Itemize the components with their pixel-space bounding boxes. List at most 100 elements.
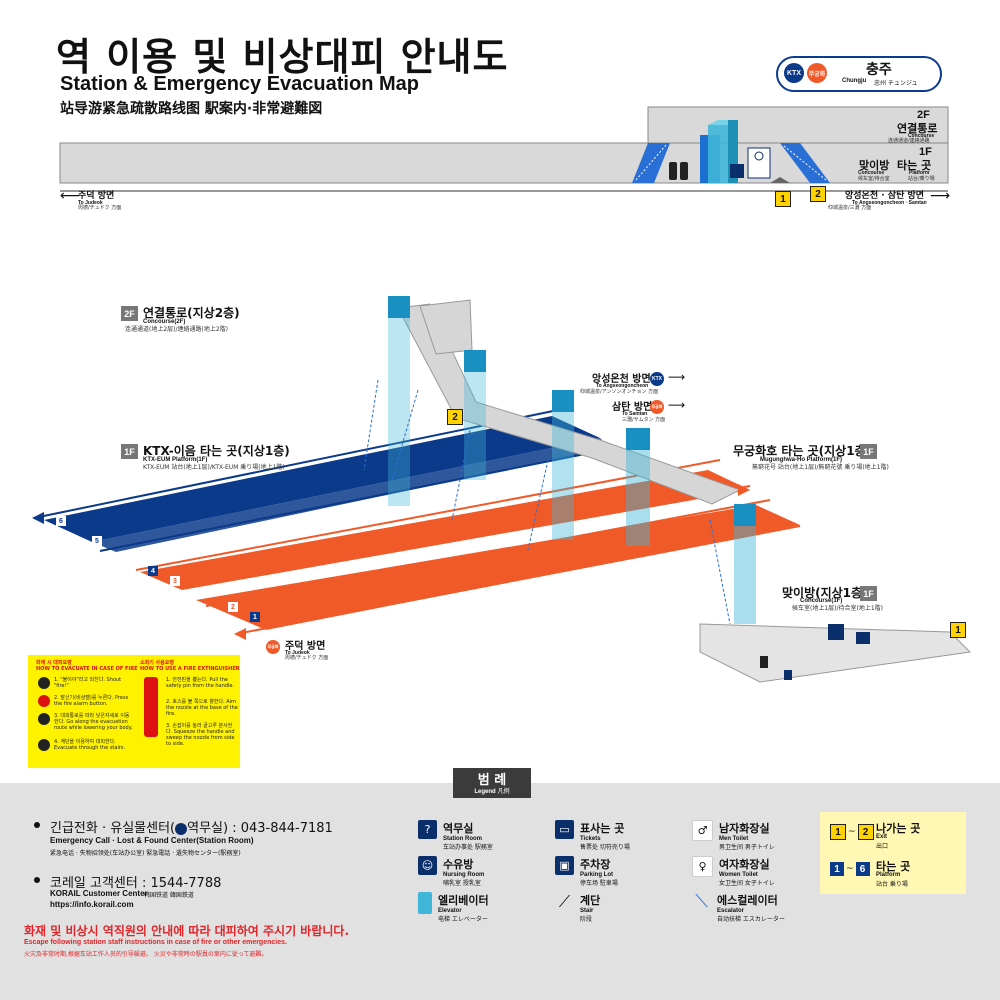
track-6-platform — [44, 416, 600, 542]
section-exit-2: 2 — [810, 186, 826, 202]
exit-range-end: 2 — [857, 824, 874, 840]
cross-section-diagram — [59, 106, 949, 192]
bullet-icon — [34, 822, 40, 828]
left-arrow-icon: ⟵ — [60, 188, 81, 204]
section-women-toilet-icon — [680, 162, 688, 180]
section-exit-1: 1 — [775, 191, 791, 207]
concourse-1f-ko: 맞이방(지상1층) — [782, 586, 868, 600]
warning-ko: 화재 및 비상시 역직원의 안내에 따라 대피하여 주시기 바랍니다. — [24, 924, 350, 938]
legend-label-ko: 역무실 — [443, 822, 474, 835]
parking-car-icon: ▣ — [555, 856, 574, 875]
page-title-cjk: 站导游紧急疏散路线图 駅案内·非常避難図 — [60, 101, 323, 117]
section-tickets-icon — [730, 164, 744, 178]
legend-label-en: Tickets — [580, 836, 601, 842]
mugunghwa-platform-cjk: 無窮花号 站台(地上1层)/無窮花號 乗り場(地上1階) — [752, 464, 889, 471]
ktx-platform-ko: KTX-이음 타는 곳(지상1층) — [143, 444, 290, 458]
legend-label-ko: 엘리베이터 — [438, 894, 489, 907]
track-4-number: 4 — [148, 566, 158, 576]
platform-ko: 타는 곳 — [876, 860, 911, 873]
legend-label-ko: 표사는 곳 — [580, 822, 625, 835]
legend-label-cjk: 停车场 駐車場 — [580, 880, 618, 887]
track-4-platform — [140, 470, 750, 590]
legend-label-cjk: 阶段 — [580, 916, 593, 923]
korail-ko: 코레일 고객센터 : 1544-7788 — [50, 876, 222, 891]
track-2-line — [205, 499, 771, 607]
right-direction-cjk: 仰城温泉/三灘 方面 — [828, 205, 872, 211]
legend-title-cjk: 凡例 — [497, 788, 510, 795]
platform-range-end: 6 — [855, 862, 870, 876]
extinguisher-step-3: 3. 손잡이를 눌러 골고루 분사한다. Squeeze the handle … — [166, 723, 235, 747]
mugunghwa-platform-en: Mugunghwa-Ho Platform(1F) — [760, 457, 842, 463]
left-direction-ko: 주덕 방면 — [78, 191, 115, 201]
korail-url[interactable]: https://info.korail.com — [50, 900, 134, 909]
fire-evacuate-step-1: 1. "불이야"라고 외친다. Shout "fire!" — [54, 677, 122, 689]
extinguisher-title-en: HOW TO USE A FIRE EXTINGUISHER — [140, 666, 240, 672]
judeok-mugunghwa-badge: 무궁화 — [266, 640, 280, 654]
nursing-room-icon: ☺ — [418, 856, 437, 875]
section-1f-a-en: Concourse — [858, 170, 885, 176]
section-2f-label: 2F — [917, 109, 930, 121]
ktx-line-badge: KTX — [784, 63, 804, 83]
samtan-mugunghwa-badge: 무궁화 — [650, 400, 664, 414]
elevator-shaft-5 — [734, 504, 756, 624]
track-4-line — [135, 459, 721, 571]
left-direction-en: To Judeok — [78, 200, 103, 206]
concourse-2f-ko: 연결통로(지상2층) — [143, 306, 240, 320]
angseong-ktx-badge: KTX — [650, 372, 664, 386]
legend-label-cjk: 哺乳室 授乳室 — [443, 880, 481, 887]
extinguisher-step-2: 2. 호스를 불 쪽으로 향한다. Aim the nozzle at the … — [166, 699, 238, 717]
section-1f-b-cjk: 站台/乗り場 — [908, 176, 935, 182]
extinguisher-icon — [144, 677, 158, 737]
legend-label-cjk: 电梯 エレベーター — [438, 916, 488, 923]
ktx-platform-cjk: KTX-EUM 站台(地上1层)/KTX-EUM 乗り場(地上1階) — [143, 464, 285, 471]
legend-label-en: Nursing Room — [443, 872, 485, 878]
section-men-toilet-icon — [669, 162, 677, 180]
warning-en: Escape following station staff instructi… — [24, 939, 287, 946]
track-2-number: 2 — [228, 602, 238, 612]
legend-label-cjk: 车站办事处 駅務室 — [443, 844, 493, 851]
station-name-en: Chungju — [842, 78, 867, 84]
mugunghwa-line-badge: 무궁화 — [807, 63, 827, 83]
track-5-number: 5 — [92, 536, 102, 546]
fire-instructions-panel: 화재 시 대피요령 HOW TO EVACUATE IN CASE OF FIR… — [28, 655, 240, 768]
section-1f-b-ko: 타는 곳 — [897, 159, 932, 172]
concourse-1f-cjk: 候车室(地上1层)/待合室(地上1階) — [792, 605, 884, 612]
samtan-direction-cjk: 三灘/サムタン 方面 — [622, 417, 666, 423]
exit-ko: 나가는 곳 — [876, 822, 921, 835]
angseong-direction-en: To Angseongoncheon — [596, 383, 649, 389]
fire-evacuate-step-2: 2. 발신기(비상벨)를 누른다. Press the fire alarm b… — [54, 695, 129, 707]
track-6-line — [33, 409, 559, 519]
elevator-shaft-3 — [552, 390, 574, 540]
extinguisher-step-1: 1. 안전핀을 뽑는다. Pull the safety pin from th… — [166, 677, 234, 689]
mugunghwa-floor-badge: 1F — [860, 444, 877, 459]
legend-title-en: Legend — [474, 789, 496, 795]
concourse-2f-cjk: 连通通道(地上2层)/連絡通路(地上2階) — [125, 326, 229, 333]
iso-toilet-icon — [760, 656, 768, 668]
bullet-icon — [34, 877, 40, 883]
women-toilet-icon: ♀ — [692, 856, 713, 877]
platform-cjk: 站台 乗り場 — [876, 881, 908, 888]
fire-evacuate-step-3: 3. 대피통로를 따라 낮은자세로 이동한다. Go along the eva… — [54, 713, 133, 731]
korail-en: KORAIL Customer Center — [50, 889, 148, 898]
section-escalator-right — [780, 143, 830, 183]
section-1f-label: 1F — [919, 146, 932, 158]
angseong-direction-cjk: 仰城温泉/アンソンオンチョン 方面 — [580, 389, 659, 395]
warning-cjk: 火灾及非常时期,根据车站工作人员的引导躲避。 火災や非常時の駅員の案内に従って避… — [24, 951, 268, 958]
stair-icon: ⟋ — [558, 891, 571, 911]
legend-label-en: Parking Lot — [580, 872, 614, 878]
shout-icon — [38, 677, 50, 689]
elevator-shaft-1 — [388, 296, 410, 506]
legend-label-ko: 에스컬레이터 — [717, 894, 778, 907]
right-direction-ko: 앙성온천 · 삼탄 방면 — [845, 191, 925, 201]
track-1-line — [235, 525, 801, 635]
legend-label-ko: 주차장 — [580, 858, 611, 871]
concourse-2f-en: Concourse(2F) — [143, 319, 186, 325]
section-2f-en: Concourse — [908, 133, 935, 139]
legend-label-en: Women Toilet — [719, 872, 758, 878]
men-toilet-icon: ♂ — [692, 820, 713, 841]
